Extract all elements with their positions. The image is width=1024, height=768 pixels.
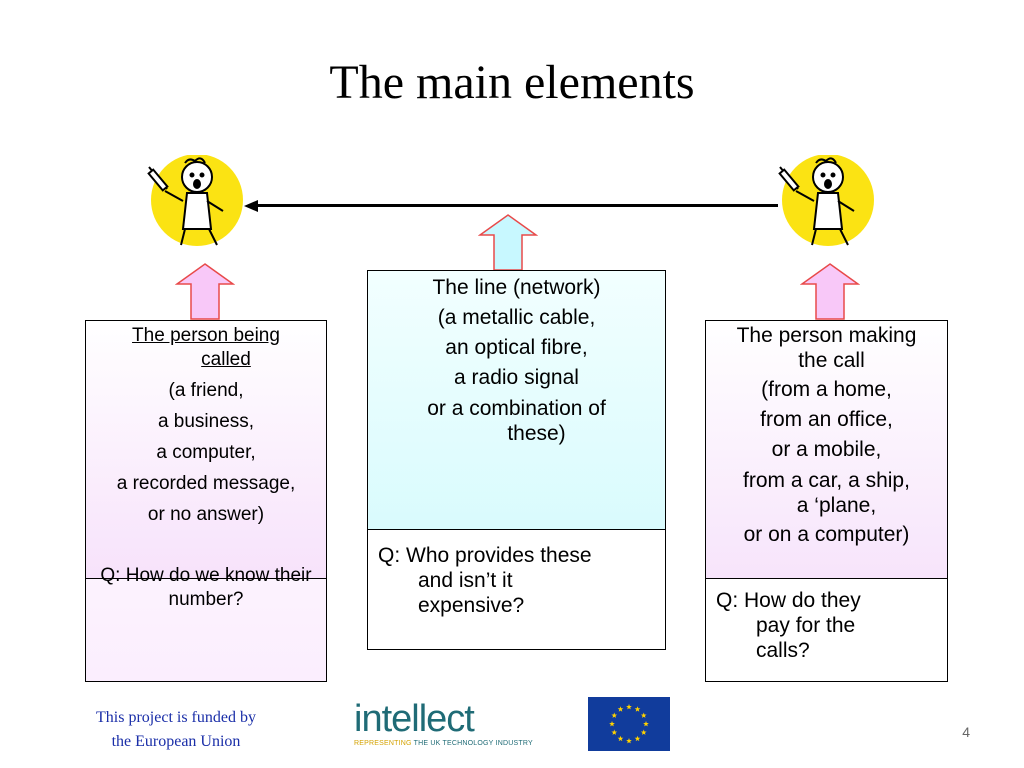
arrow-left-icon: [244, 200, 258, 212]
called-person-question: Q: How do we know their number?: [100, 565, 312, 610]
called-person-heading-cont: called: [201, 349, 251, 370]
called-person-heading: The person being: [132, 325, 280, 346]
caller-box: The person making the call (from a home,…: [705, 320, 948, 682]
eu-star-icon: [643, 721, 649, 727]
called-person-description: The person being called (a friend, a bus…: [86, 321, 326, 579]
caller-heading: The person making: [736, 324, 917, 347]
arrow-up-icon: [800, 263, 860, 320]
page-number: 4: [962, 724, 970, 740]
person-on-phone-icon: [778, 155, 874, 246]
list-item-cont: these): [507, 422, 566, 445]
eu-star-icon: [617, 735, 624, 742]
eu-star-icon: [626, 704, 632, 710]
list-item: an optical fibre,: [445, 336, 588, 359]
list-item: or a combination of: [427, 397, 606, 420]
network-box: The line (network) (a metallic cable, an…: [367, 270, 666, 650]
funding-notice: This project is funded by the European U…: [96, 709, 256, 750]
list-item: a recorded message,: [116, 473, 296, 494]
list-item: a radio signal: [454, 366, 579, 389]
eu-star-icon: [611, 712, 618, 718]
list-item: or on a computer): [743, 523, 910, 546]
eu-star-icon: [634, 706, 641, 712]
slide-title: The main elements: [329, 56, 695, 109]
list-item: or a mobile,: [771, 438, 882, 461]
network-question: Q: Who provides these and isn’t it expen…: [378, 544, 592, 617]
eu-star-icon: [617, 706, 624, 712]
eu-star-icon: [626, 738, 632, 744]
list-item: a computer,: [156, 442, 256, 463]
list-item: (a friend,: [168, 380, 244, 401]
eu-star-icon: [634, 735, 641, 742]
called-person-box: The person being called (a friend, a bus…: [85, 320, 327, 682]
list-item: from a car, a ship,: [743, 469, 910, 492]
divider: [86, 578, 326, 579]
list-item-cont: a ‘plane,: [796, 494, 877, 517]
eu-star-icon: [611, 729, 618, 735]
eu-star-icon: [640, 729, 647, 735]
list-item: (a metallic cable,: [437, 306, 596, 329]
divider: [706, 578, 947, 579]
eu-star-icon: [609, 721, 615, 727]
arrow-up-icon: [478, 214, 538, 271]
network-description: The line (network) (a metallic cable, an…: [368, 271, 665, 529]
eu-star-icon: [640, 712, 647, 718]
logo-wordmark: intellect: [354, 698, 475, 740]
list-item: or no answer): [147, 504, 265, 525]
logo-tagline: REPRESENTING THE UK TECHNOLOGY INDUSTRY: [354, 740, 533, 747]
arrow-up-icon: [175, 263, 235, 320]
list-item: from an office,: [760, 408, 893, 431]
caller-heading-cont: the call: [798, 349, 865, 372]
list-item: a business,: [157, 411, 255, 432]
network-heading: The line (network): [432, 276, 601, 299]
caller-question: Q: How do they pay for the calls?: [716, 589, 861, 662]
divider: [368, 529, 665, 530]
list-item: (from a home,: [761, 378, 892, 401]
connection-line: [256, 204, 778, 207]
person-on-phone-icon: [147, 155, 243, 246]
intellect-logo: intellect REPRESENTING THE UK TECHNOLOGY…: [354, 698, 533, 750]
eu-flag-icon: [588, 697, 670, 751]
caller-description: The person making the call (from a home,…: [706, 321, 947, 578]
